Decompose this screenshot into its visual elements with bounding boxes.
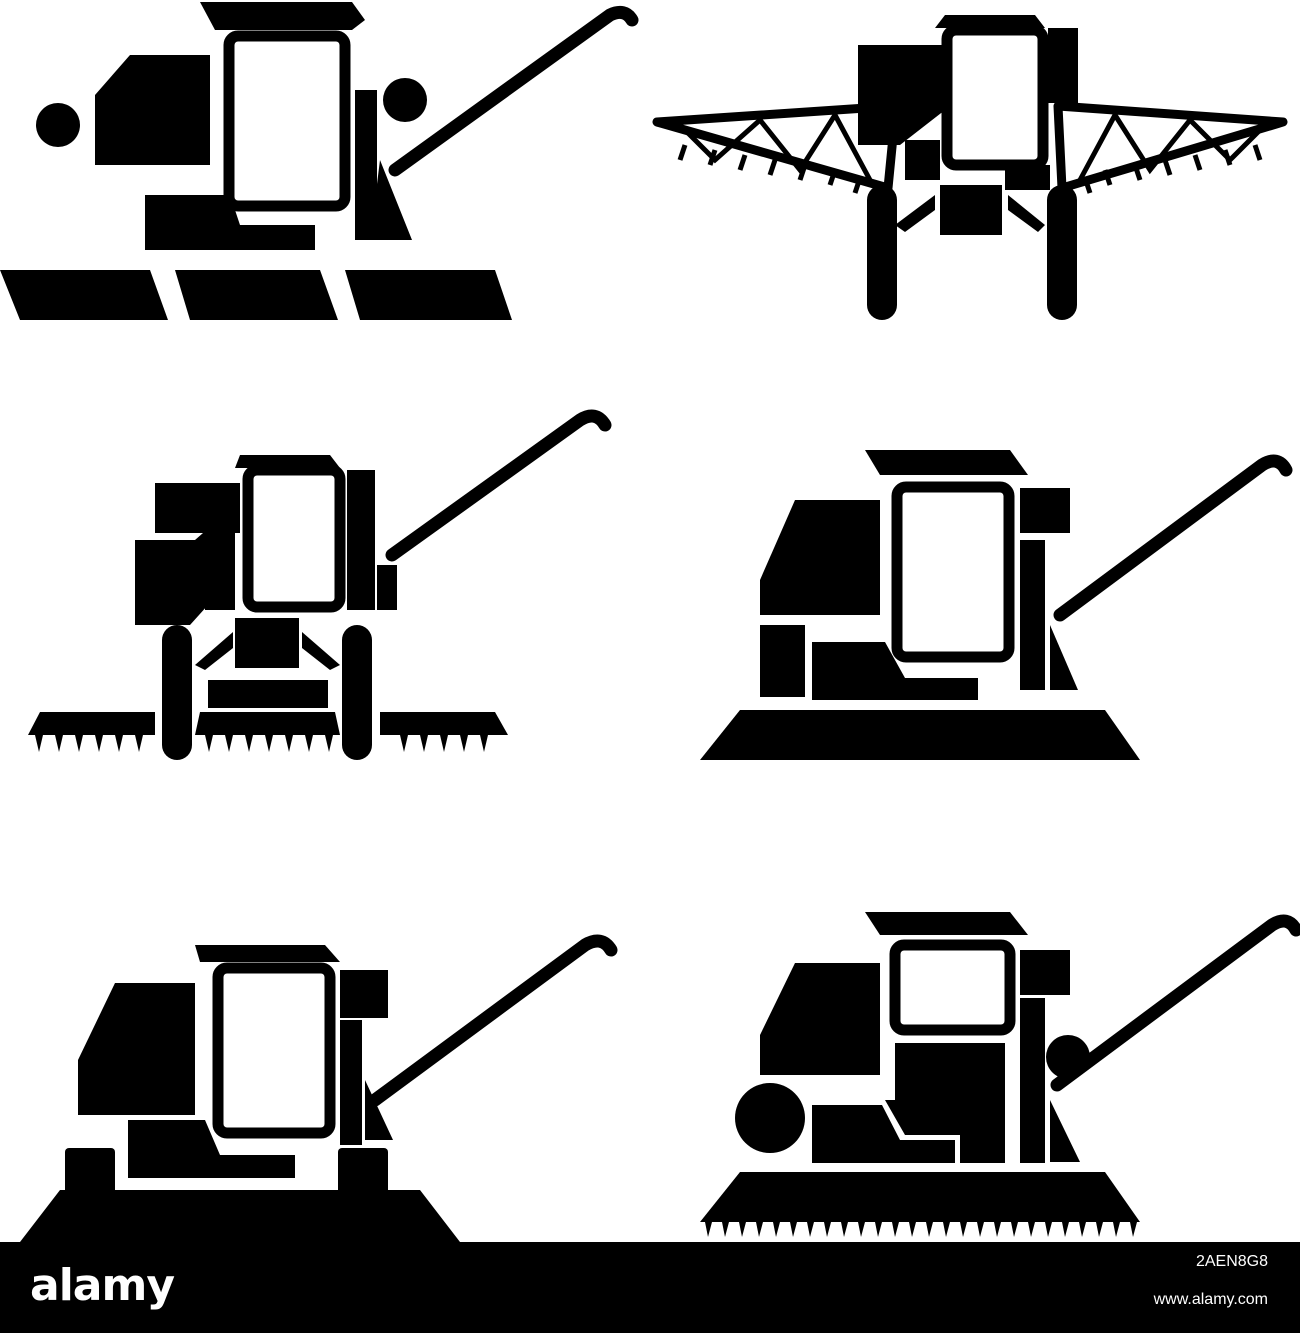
watermark-footer: alamy 2AEN8G8 www.alamy.com bbox=[0, 1242, 1300, 1333]
combine-harvester-icon bbox=[700, 450, 1293, 760]
image-id-label: 2AEN8G8 bbox=[1195, 1253, 1268, 1270]
combine-harvester-icon bbox=[20, 934, 618, 1242]
harvester-icon-set bbox=[0, 2, 1300, 1242]
combine-harvester-icon bbox=[0, 2, 639, 320]
crop-sprayer-icon bbox=[652, 15, 1288, 320]
site-url-label: www.alamy.com bbox=[1153, 1291, 1268, 1308]
combine-harvester-front-icon bbox=[28, 409, 612, 760]
combine-harvester-icon bbox=[700, 912, 1300, 1237]
alamy-logo: alamy bbox=[30, 1260, 175, 1311]
